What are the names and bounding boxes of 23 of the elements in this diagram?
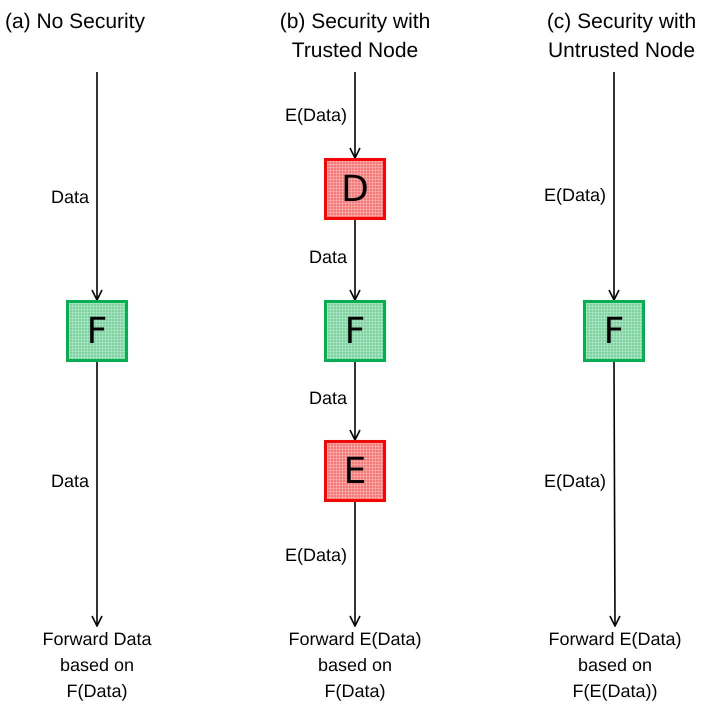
panel-heading: (a) No Security xyxy=(4,9,146,35)
arrow xyxy=(349,220,361,301)
crypto-box: D xyxy=(324,158,386,220)
edge-label: E(Data) xyxy=(544,471,606,491)
arrow xyxy=(608,72,620,301)
edge-label: E(Data) xyxy=(285,105,348,125)
arrow xyxy=(349,362,361,441)
result-text: Forward E(Data) based on F(Data) xyxy=(285,626,425,704)
result-text: Forward E(Data) based on F(E(Data)) xyxy=(535,626,695,704)
edge-label: E(Data) xyxy=(285,545,348,565)
result-text: Forward Data based on F(Data) xyxy=(37,626,157,704)
edge-label: E(Data) xyxy=(544,185,606,205)
panel-heading: (c) Security with Untrusted Node xyxy=(546,9,698,64)
function-box: F xyxy=(583,300,645,362)
arrow xyxy=(91,362,103,627)
panel-heading: (b) Security with Trusted Node xyxy=(278,9,432,64)
function-box: F xyxy=(66,300,128,362)
arrow xyxy=(349,502,361,627)
function-box: F xyxy=(324,300,386,362)
arrow xyxy=(91,72,103,301)
crypto-box: E xyxy=(324,440,386,502)
arrow xyxy=(609,362,621,627)
arrow xyxy=(349,72,361,159)
